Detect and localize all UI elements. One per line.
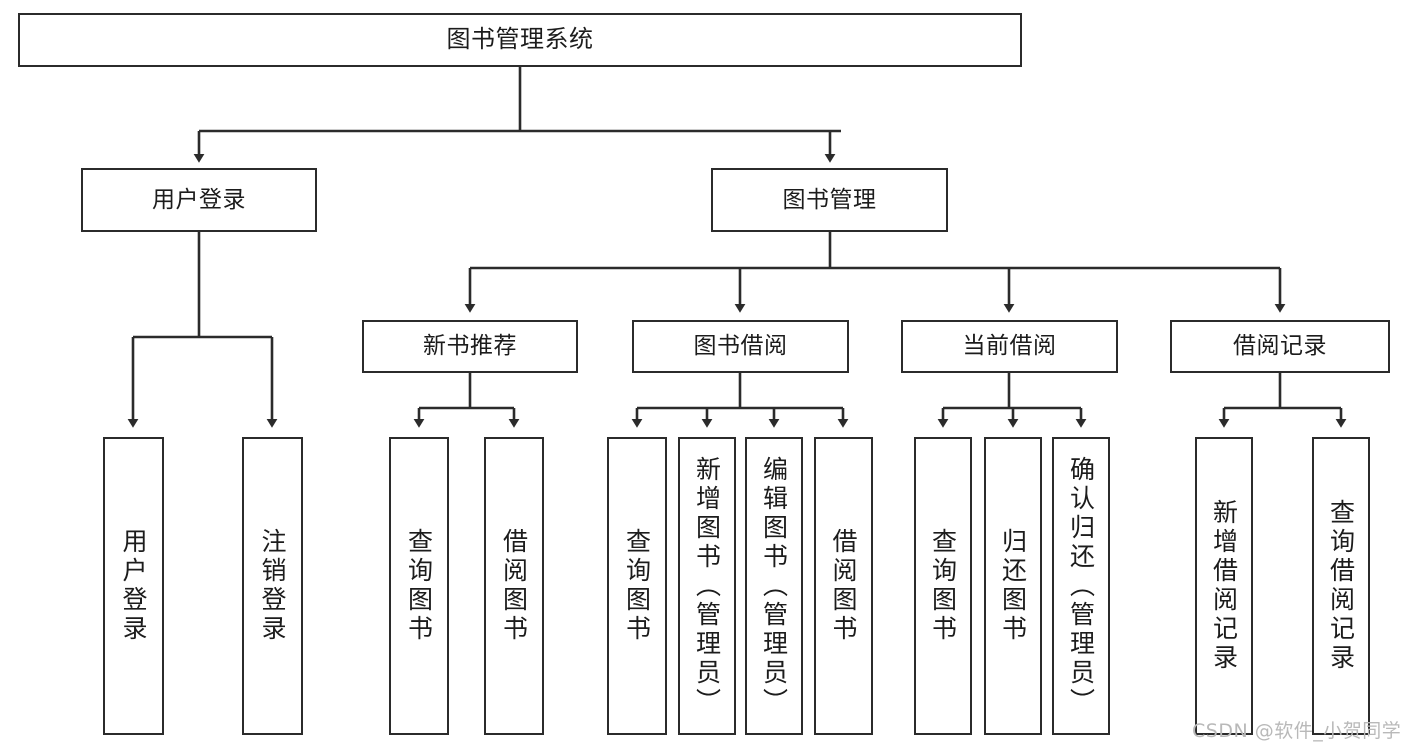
node-current-borrow[interactable]: 当前借阅 [901, 320, 1118, 373]
node-leaf-query-borrow-record[interactable]: 查询借阅记录 [1312, 437, 1370, 735]
node-label: 查询借阅记录 [1326, 499, 1356, 673]
node-leaf-add-borrow-record[interactable]: 新增借阅记录 [1195, 437, 1253, 735]
node-leaf-return-book[interactable]: 归还图书 [984, 437, 1042, 735]
node-leaf-query-book-borrow[interactable]: 查询图书 [607, 437, 667, 735]
node-leaf-add-book-admin[interactable]: 新增图书（管理员） [678, 437, 736, 735]
node-new-book-recommend[interactable]: 新书推荐 [362, 320, 578, 373]
edge-current-borrow-to-leaves [937, 373, 1087, 428]
node-leaf-query-book-current[interactable]: 查询图书 [914, 437, 972, 735]
edge-book-management-to-level3 [464, 232, 1286, 313]
node-leaf-borrow-book[interactable]: 借阅图书 [814, 437, 873, 735]
node-label: 图书管理 [782, 186, 877, 213]
node-book-management[interactable]: 图书管理 [711, 168, 948, 232]
node-label: 注销登录 [258, 528, 287, 644]
node-label: 用户登录 [119, 528, 148, 644]
csdn-watermark: CSDN @软件_小贺同学 [1192, 720, 1402, 742]
node-book-borrow[interactable]: 图书借阅 [632, 320, 849, 373]
node-label: 图书借阅 [693, 333, 788, 360]
node-label: 新书推荐 [423, 333, 517, 360]
node-user-login[interactable]: 用户登录 [81, 168, 317, 232]
node-label: 借阅记录 [1233, 333, 1327, 360]
edge-new-book-recommend-to-leaves [413, 373, 520, 428]
node-label: 查询图书 [404, 528, 434, 644]
node-label: 查询图书 [928, 528, 958, 644]
edge-borrow-record-to-leaves [1218, 373, 1347, 428]
edge-book-borrow-to-leaves [631, 373, 849, 428]
node-leaf-user-login[interactable]: 用户登录 [103, 437, 164, 735]
node-label: 图书管理系统 [446, 25, 594, 54]
node-leaf-borrow-book-rec[interactable]: 借阅图书 [484, 437, 544, 735]
edge-root-to-level2 [193, 67, 841, 163]
node-borrow-record[interactable]: 借阅记录 [1170, 320, 1390, 373]
node-leaf-confirm-return-admin[interactable]: 确认归还（管理员） [1052, 437, 1110, 735]
node-label: 确认归还（管理员） [1066, 455, 1096, 717]
node-leaf-edit-book-admin[interactable]: 编辑图书（管理员） [745, 437, 803, 735]
node-label: 编辑图书（管理员） [759, 455, 789, 717]
node-leaf-logout-login[interactable]: 注销登录 [242, 437, 303, 735]
edge-user-login-to-leaves [127, 232, 278, 428]
node-root[interactable]: 图书管理系统 [18, 13, 1022, 67]
node-label: 用户登录 [152, 186, 246, 213]
node-label: 新增图书（管理员） [692, 455, 722, 717]
node-label: 查询图书 [622, 528, 652, 644]
node-label: 归还图书 [998, 528, 1028, 644]
node-label: 借阅图书 [499, 528, 529, 644]
node-leaf-query-book-rec[interactable]: 查询图书 [389, 437, 449, 735]
node-label: 新增借阅记录 [1209, 499, 1239, 673]
node-label: 当前借阅 [962, 333, 1057, 360]
node-label: 借阅图书 [829, 528, 858, 644]
